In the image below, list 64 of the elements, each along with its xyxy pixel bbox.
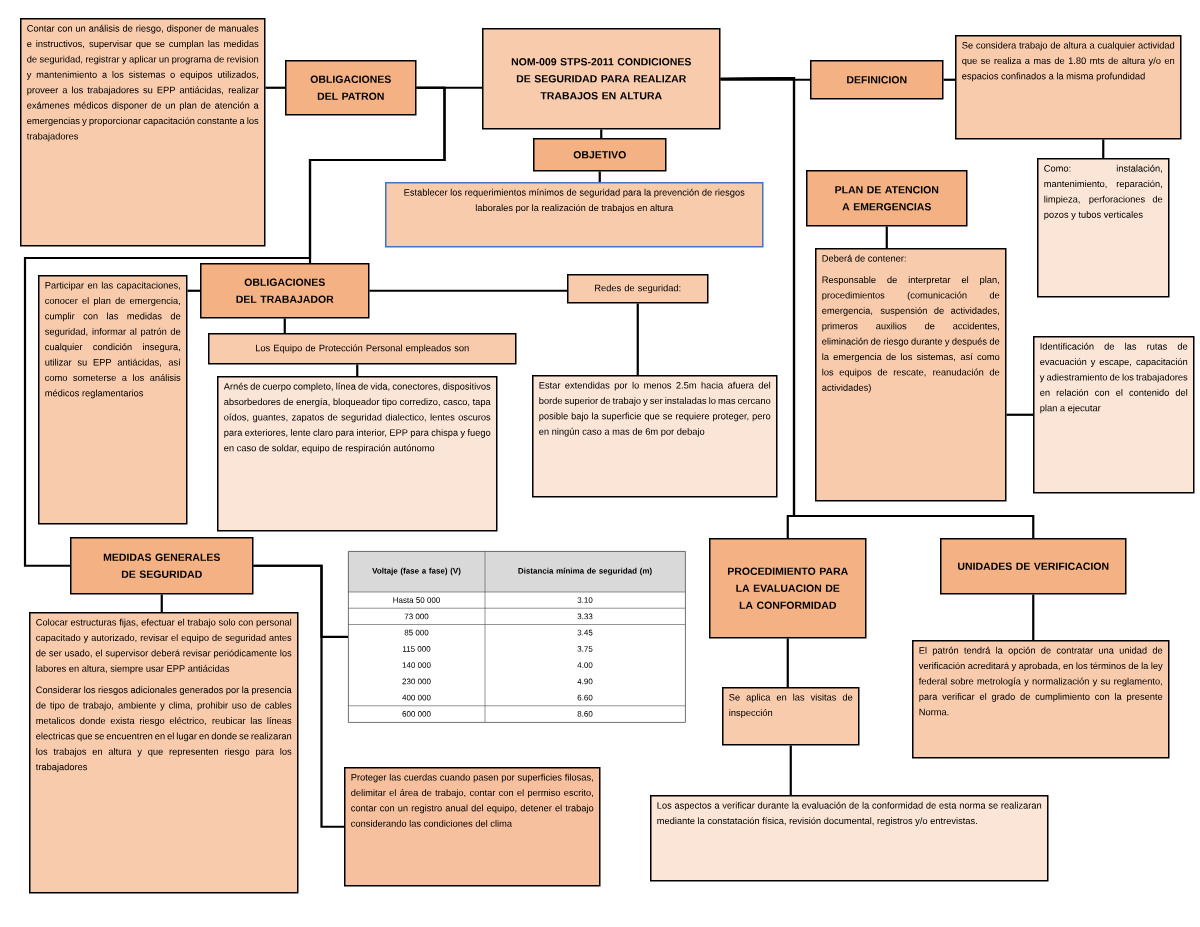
table-cell: Hasta 50 000 — [393, 597, 440, 603]
title-box: NOM-009 STPS-2011 CONDICIONES DE SEGURIDAD PARA REALIZAR TRABAJOS EN ALTURA — [482, 28, 721, 130]
text-box: Los aspectos a verificar durante la evaluación de la conformidad de esta norma se realizaran mediante la constatación física, revisión documental, registros y/o entrevistas. — [650, 795, 1049, 882]
connector-line — [369, 289, 567, 292]
heading-box: PROCEDIMIENTO PARA LA EVALUACION DE LA CONFORMIDAD — [709, 538, 867, 639]
heading-box: OBLIGACIONES DEL PATRON — [285, 60, 417, 116]
connector-line — [636, 303, 639, 375]
text-box: Se considera trabajo de altura a cualquier actividad que se realiza a mas de 1.80 mts de altura y/o en espacios confinados a la misma profundidad — [955, 35, 1182, 140]
connector-line — [943, 78, 955, 81]
text-box: Colocar estructuras fijas, efectuar el trabajo solo con personal capacitado y autorizado, revisar el equipo de seguridad antes de ser usado, el supervisor deberá revisar periódicamente los labores en altura, siempre usar EPP antiácidas Considerar los riesgos adicionales generados por la presencia de tipo de trabajo, ambiente y clima, prohibir uso de cables metalicos donde exista riesgo eléctrico, reubicar las líneas electricas que se encuentren en el lugar en donde se realizaran los trabajos en altura y que representen riesgo para los trabajadores — [29, 612, 299, 894]
table-cell: 230 000 — [402, 678, 431, 685]
text-box: Identificación de las rutas de evacuación y escape, capacitación y adiestramiento de los trabajadores en relación con el contenido del plan a ejecutar — [1033, 336, 1195, 494]
table-cell: 115 000 — [402, 646, 431, 652]
text-box: Redes de seguridad: — [567, 274, 709, 304]
heading-box: DEFINICION — [810, 60, 944, 100]
table-cell: 85 000 — [404, 629, 429, 636]
connector-line — [789, 745, 792, 795]
text-box: Proteger las cuerdas cuando pasen por superficies filosas, delimitar el área de trabajo, contar con el permiso escrito, contar con un registro anual del equipo, detener el trabajo considerando las condiciones del clima — [344, 767, 601, 887]
heading-box: OBJETIVO — [533, 138, 667, 172]
text-box: El patrón tendrá la opción de contratar una unidad de verificación acreditará y aprobada, en los términos de la ley federal sobre metrología y normalización y su reglamento, para verificar el grado de cumplimiento con la presente Norma. — [912, 640, 1170, 759]
table-cell: 73 000 — [404, 613, 429, 620]
connector-line — [720, 78, 810, 81]
table-cell: 600 000 — [402, 711, 431, 717]
connector-line — [265, 86, 285, 89]
text-box: Los Equipo de Protección Personal empleados son — [208, 333, 517, 365]
text-box: Se aplica en las visitas de inspección — [722, 687, 860, 746]
table-cell: 4.90 — [577, 678, 593, 685]
connector-line — [786, 638, 789, 687]
heading-box: MEDIDAS GENERALES DE SEGURIDAD — [70, 537, 254, 595]
connector-line — [720, 76, 1035, 538]
heading-box: OBLIGACIONES DEL TRABAJADOR — [200, 263, 370, 319]
text-box: Deberá de contener: Responsable de interpretar el plan, procedimientos (comunicación de emergencia, suspensión de actividades, primeros auxilios de accidentes, eliminación de riesgo durante y después de la emergencia de los sistemas, así como los equipos de rescate, reanudación de actividades) — [815, 248, 1007, 502]
connector-line — [600, 129, 603, 138]
connector-line — [23, 86, 446, 567]
connector-line — [356, 364, 359, 376]
connector-line — [885, 226, 888, 248]
text-box: Establecer los requerimientos mínimos de seguridad para la prevención de riesgos laborales por la realización de trabajos en altura — [385, 182, 764, 248]
connector-line — [598, 171, 601, 182]
connector-line — [1102, 139, 1105, 158]
connector-line — [187, 289, 200, 292]
table-cell: 140 000 — [402, 662, 431, 668]
text-box: Participar en las capacitaciones, conocer el plan de emergencia, cumplir con las medidas de seguridad, informar al patrón de cualquier condición insegura, utilizar su EPP antiácidas, así como someterse a los análisis médicos reglamentarios — [38, 275, 188, 525]
text-box: Estar extendidas por lo menos 2.5m hacia afuera del borde superior de trabajo y ser instaladas lo mas cercano posible bajo la superficie que se requiere proteger, pero en ningún caso a mas de 6m por debajo — [532, 375, 778, 498]
data-table — [348, 551, 686, 723]
column-header: Voltaje (fase a fase) (V) — [372, 567, 461, 576]
connector-line — [283, 318, 286, 333]
connector-line — [253, 564, 344, 828]
connector-line — [1006, 413, 1033, 416]
text-box: Contar con un análisis de riesgo, disponer de manuales e instructivos, supervisar que se cumplan las medidas de seguridad, registrar y aplicar un programa de revision y mantenimiento a los sistemas o equipos utilizados, proveer a los trabajadores su EPP antiácidas, realizar exámenes médicos disponer de un plan de atención a emergencias y proporcionar capacitación constante a los trabajadores — [20, 18, 266, 247]
table-cell: 4.00 — [577, 662, 593, 668]
table-cell: 3.45 — [577, 629, 593, 636]
heading-box: UNIDADES DE VERIFICACION — [940, 538, 1127, 595]
table-cell: 3.33 — [577, 613, 593, 620]
connector-line — [160, 594, 163, 612]
heading-box: PLAN DE ATENCION A EMERGENCIAS — [806, 170, 968, 227]
column-header: Distancia mínima de seguridad (m) — [518, 567, 652, 576]
table-cell: 6.60 — [577, 694, 593, 701]
text-box: Arnés de cuerpo completo, línea de vida, conectores, dispositivos absorbedores de energía, bloqueador tipo corredizo, casco, tapa oídos, guantes, zapatos de seguridad dialectico, lentes oscuros para exteriores, lente claro para interior, EPP para chispa y fuego en caso de soldar, equipo de respiración autónomo — [217, 376, 498, 532]
table-cell: 3.10 — [577, 597, 593, 603]
table-cell: 3.75 — [577, 646, 593, 652]
text-box: Como: instalación, mantenimiento, reparación, limpieza, perforaciones de pozos y tubos verticales — [1037, 158, 1170, 298]
table-cell: 400 000 — [402, 694, 431, 701]
connector-line — [1032, 594, 1035, 640]
table-cell: 8.60 — [577, 711, 593, 717]
